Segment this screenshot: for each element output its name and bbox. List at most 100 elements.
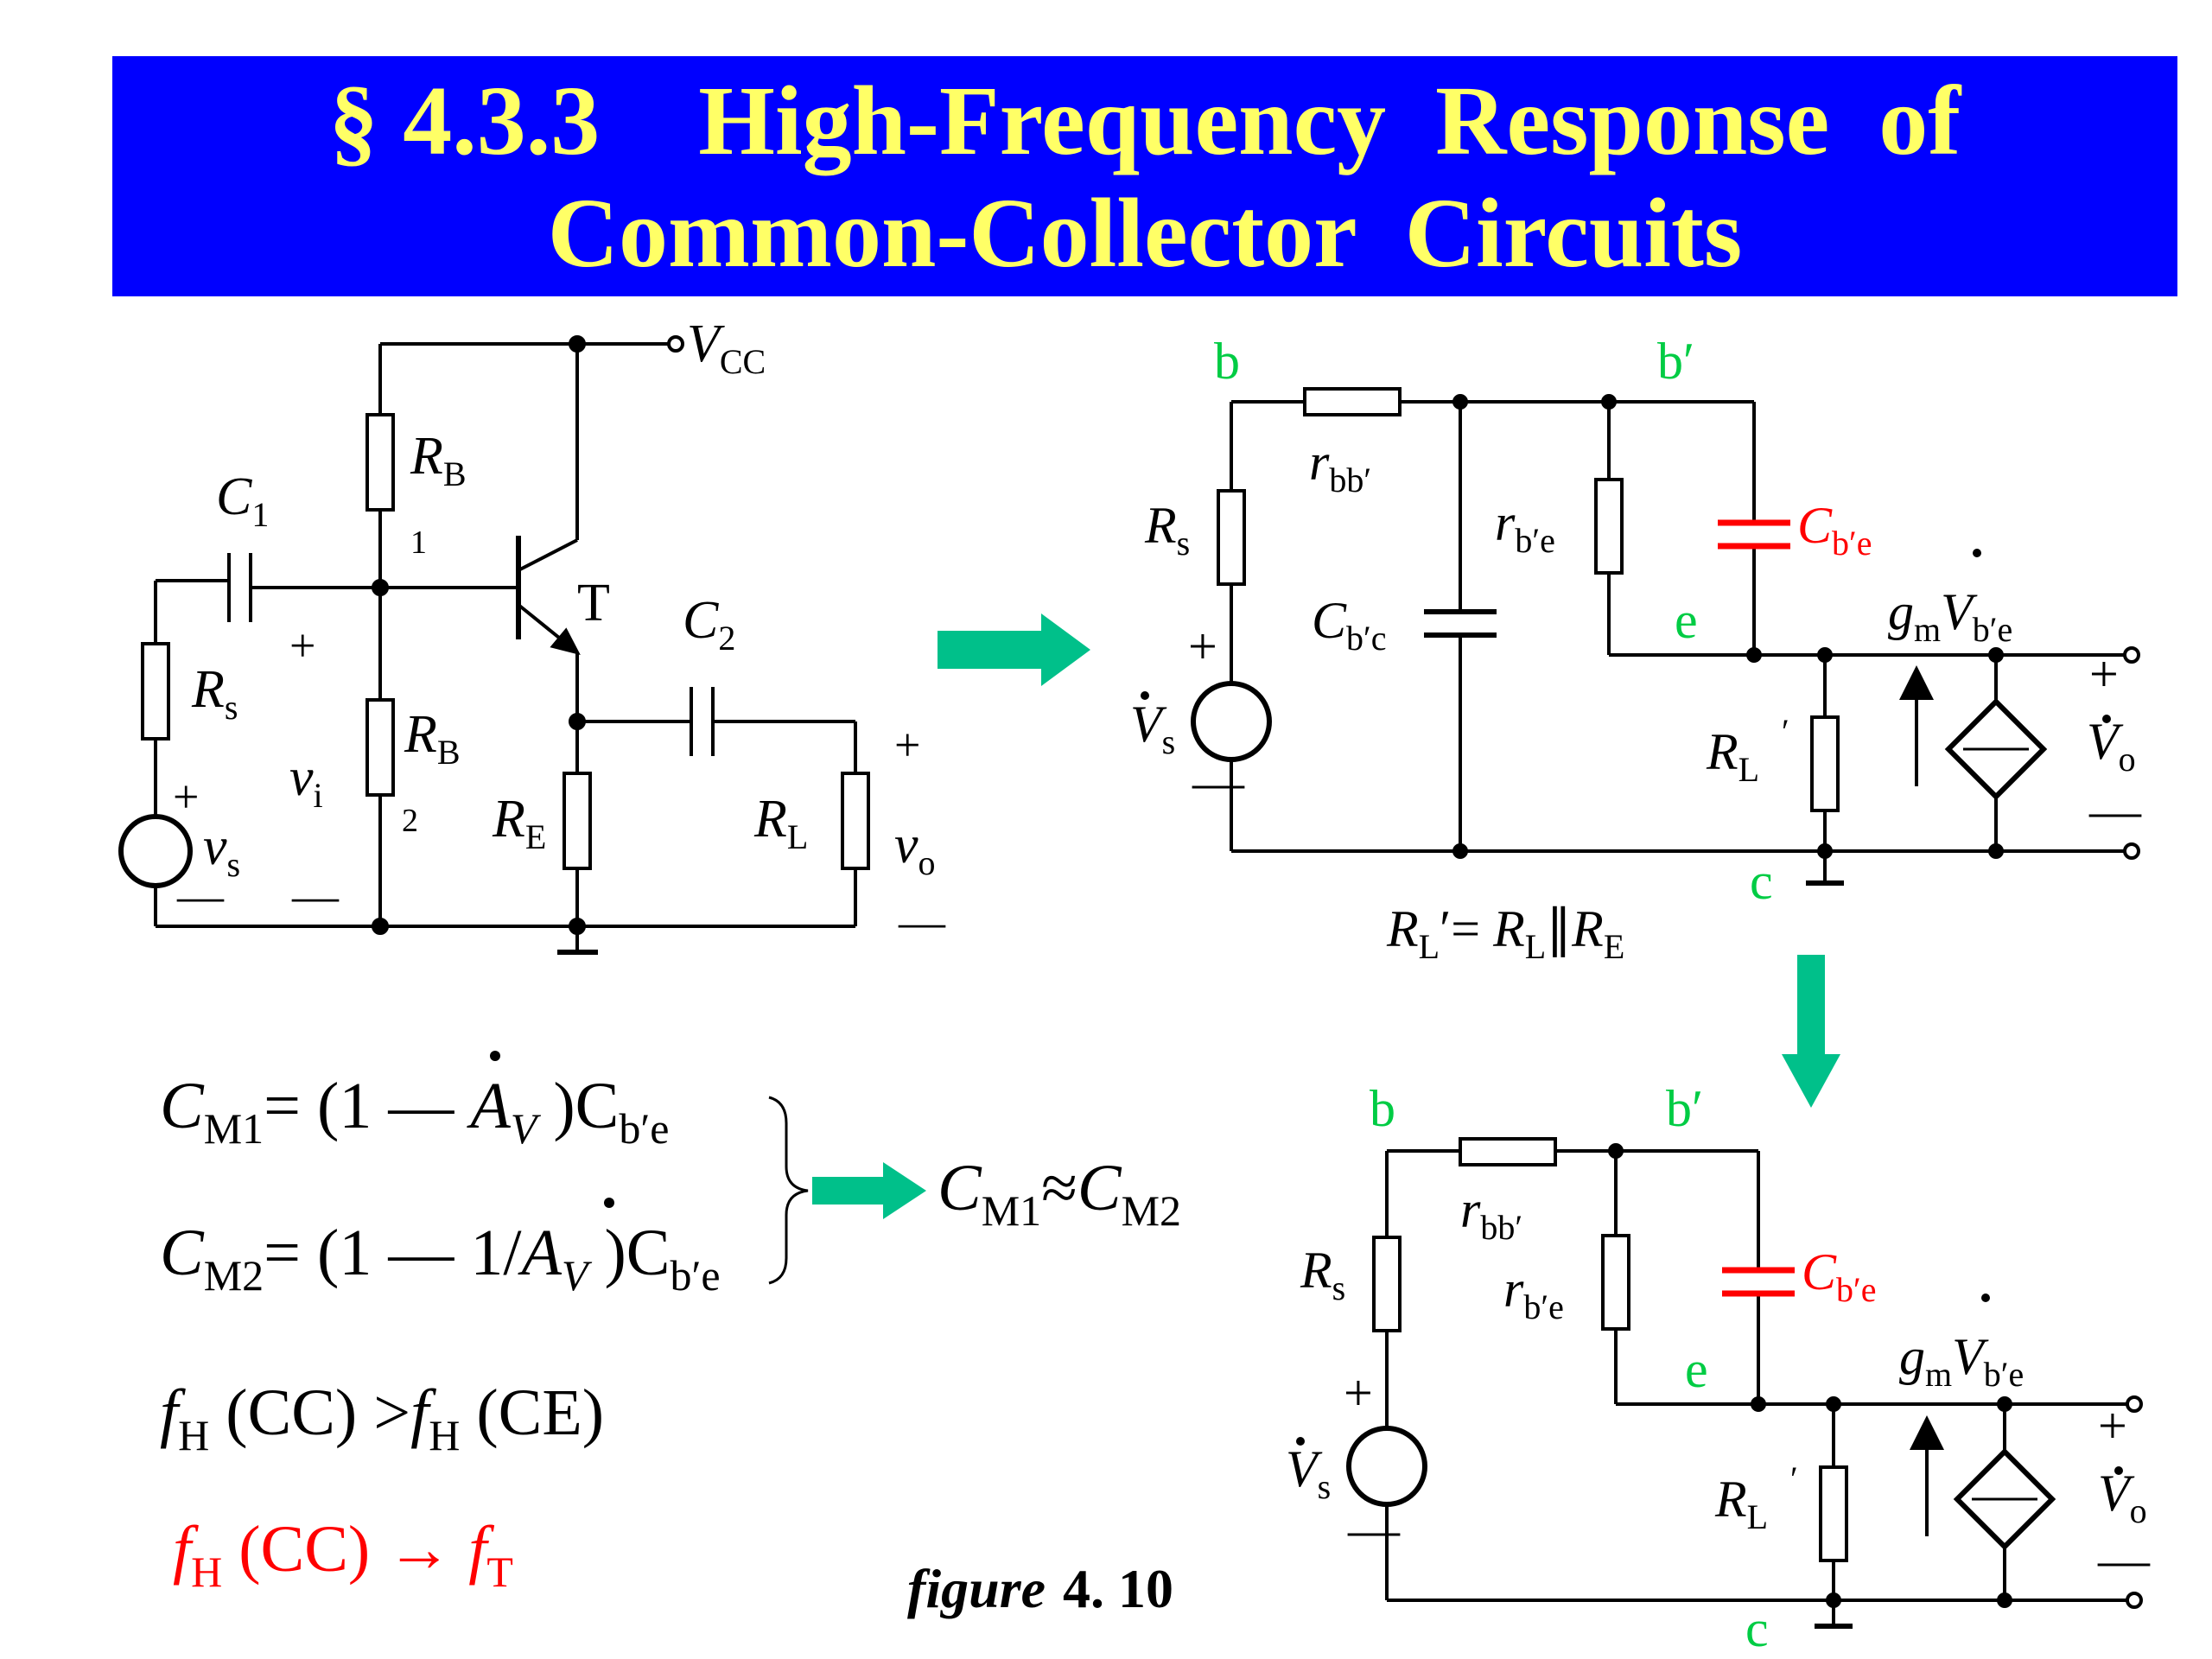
out-terminal-top (2123, 646, 2140, 664)
rbb-resistor-2 (1459, 1137, 1557, 1166)
miller-equations: CM1= (1 — AV )Cb′e CM2= (1 — 1/AV )Cb′e … (160, 1051, 1181, 1596)
vs-minus-2: — (1347, 1501, 1401, 1558)
transistor-label: T (577, 574, 610, 632)
out-terminal-bottom-2 (2126, 1592, 2143, 1609)
cbe-capacitor-red (1718, 519, 1790, 550)
cbe-label-2: Cb′e (1802, 1243, 1877, 1309)
rs-resistor-eq (1217, 489, 1246, 586)
vo-plus-2: + (2098, 1397, 2127, 1454)
transform-arrow-down (1782, 955, 1840, 1108)
rl-label: RL (753, 790, 808, 856)
vs-minus: — (176, 870, 225, 922)
vcc-terminal (667, 335, 684, 353)
vcc-label: VCC (687, 315, 766, 381)
rbe-resistor (1594, 478, 1624, 575)
cc-amplifier-labels: VCC C1 RB 1 RB 2 T C2 Rs vs vi RE RL vo … (173, 315, 946, 948)
rs-resistor-2 (1372, 1236, 1402, 1332)
vs-source-2 (1346, 1426, 1427, 1507)
vo-minus-eq: — (2088, 782, 2142, 839)
result-arrow (812, 1162, 926, 1219)
rs-label-eq: Rs (1144, 497, 1190, 563)
title-banner: § 4.3.3 High-Frequency Response of Commo… (112, 56, 2177, 296)
rb2-label: RB (404, 705, 461, 772)
rl-prime-mark-2: ′ (1790, 1459, 1798, 1498)
vi-label: vi (289, 748, 323, 815)
equivalent-circuit-simplified-labels: b b′ e c rbb′ rb′e Cb′e Rs Vs + — RL ′ g… (1286, 1080, 2151, 1657)
node-e-2: e (1685, 1341, 1708, 1398)
node-bp: b′ (1657, 333, 1694, 390)
rl-resistor (841, 772, 870, 870)
node-c: c (1750, 853, 1773, 910)
re-label: RE (492, 790, 546, 856)
vo-plus-eq: + (2089, 645, 2119, 702)
node-e: e (1675, 592, 1698, 649)
approx-result: CM1≈CM2 (938, 1152, 1181, 1235)
vs-plus-eq: + (1188, 618, 1217, 675)
c1-label: C1 (216, 467, 269, 534)
gm-label-2: gmVb′e (1899, 1328, 2024, 1394)
vo-plus: + (894, 719, 920, 771)
vs-label: vs (203, 817, 240, 884)
rs-label: Rs (191, 660, 238, 727)
vs-plus-2: + (1344, 1364, 1373, 1421)
out-terminal-top-2 (2126, 1395, 2143, 1413)
vo-minus: — (898, 896, 946, 948)
vs-minus-eq: — (1192, 753, 1245, 810)
vo-label: vo (894, 816, 936, 882)
rb2-index: 2 (402, 803, 418, 839)
node-c-2: c (1745, 1600, 1769, 1657)
cbe-label: Cb′e (1797, 497, 1872, 563)
rl-prime-label: RL (1706, 723, 1759, 789)
out-terminal-bottom (2123, 842, 2140, 860)
cm1-equation: CM1= (1 — AV )Cb′e (160, 1070, 669, 1153)
rl-prime-equation: RL′= RL∥RE (1386, 900, 1624, 966)
rb1-resistor (365, 413, 395, 512)
vs-source-eq (1191, 681, 1272, 762)
rl-prime-resistor-2 (1819, 1465, 1848, 1562)
node-b: b (1214, 333, 1240, 390)
rb1-index: 1 (410, 524, 427, 561)
vs-label-eq: Vs (1130, 696, 1175, 761)
equivalent-circuit-full-labels: b b′ e c rbb′ rb′e Cb′e Cb′c Rs Vs + — R… (1130, 333, 2142, 910)
rbe-label: rb′e (1495, 494, 1555, 560)
cm2-equation: CM2= (1 — 1/AV )Cb′e (160, 1217, 721, 1300)
cc-amplifier-circuit (118, 335, 870, 955)
rb2-resistor (365, 698, 395, 797)
equivalent-circuit-simplified (1346, 1137, 2143, 1629)
vs-label-2: Vs (1286, 1440, 1331, 1506)
cbc-label: Cb′c (1312, 592, 1387, 658)
node-bp-2: b′ (1666, 1080, 1703, 1137)
equivalent-circuit-full (1191, 387, 2140, 886)
rs-resistor (141, 642, 170, 741)
equation-brace (768, 1096, 809, 1285)
vi-minus: — (291, 870, 340, 922)
transform-arrow-right (938, 613, 1090, 686)
rbe-label-2: rb′e (1503, 1261, 1564, 1326)
rl-prime-label-2: RL (1714, 1471, 1768, 1536)
vs-plus: + (173, 771, 199, 823)
gm-label: gmVb′e (1888, 583, 2012, 649)
rbe-resistor-2 (1601, 1234, 1630, 1331)
vo-label-eq: Vo (2087, 713, 2136, 779)
rl-prime-resistor (1810, 715, 1840, 812)
rl-prime-mark: ′ (1782, 712, 1789, 751)
vi-plus: + (289, 620, 315, 671)
node-b-2: b (1370, 1080, 1395, 1137)
vo-minus-2: — (2097, 1531, 2151, 1588)
rs-label-2: Rs (1300, 1242, 1345, 1307)
rbb-label-2: rbb′ (1460, 1181, 1522, 1247)
vo-label-2: Vo (2098, 1465, 2147, 1530)
fh-comparison: fH (CC) >fH (CE) (160, 1376, 604, 1459)
rb1-label: RB (410, 427, 467, 493)
rbb-resistor (1303, 387, 1402, 416)
title-line-1: § 4.3.3 High-Frequency Response of (328, 66, 1961, 175)
re-resistor (563, 772, 592, 870)
fh-to-ft: fH (CC) → fT (173, 1513, 513, 1596)
c2-label: C2 (683, 591, 735, 658)
svg-text:RL′= RL∥RE: RL′= RL∥RE (1386, 900, 1624, 966)
title-line-2: Common-Collector Circuits (547, 178, 1743, 288)
